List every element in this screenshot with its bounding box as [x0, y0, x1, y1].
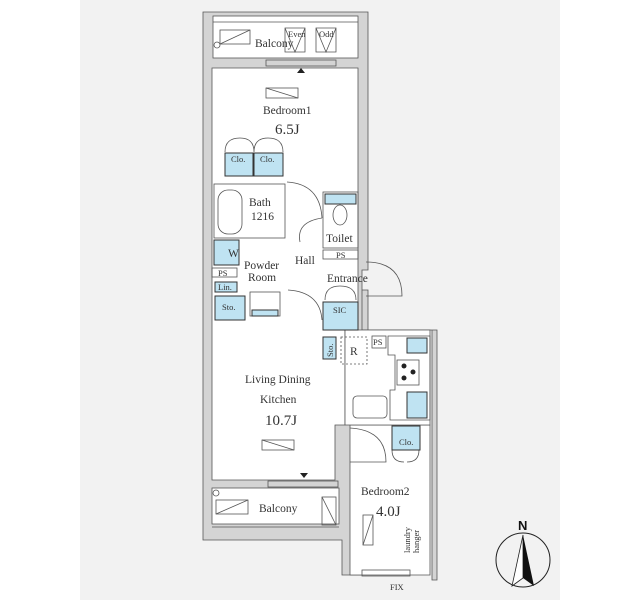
- powder-room-label-2: Room: [248, 272, 276, 284]
- bedroom1-label: Bedroom1: [263, 105, 312, 117]
- closet-bedroom2: [391, 425, 421, 451]
- window-fix: [361, 569, 411, 577]
- ldk-label-2: Kitchen: [260, 394, 297, 406]
- shoe-closet: [322, 301, 359, 331]
- stove-icon: [396, 359, 420, 386]
- balcony-top-area: [212, 15, 359, 59]
- hall-label: Hall: [295, 255, 315, 267]
- sic-label: SIC: [333, 305, 347, 315]
- ps-powder-label: PS: [218, 268, 228, 278]
- bedroom1-size: 6.5J: [275, 122, 300, 138]
- storage-ldk-label: Sto.: [325, 344, 335, 357]
- toilet-label: Toilet: [326, 233, 353, 245]
- powder-room-label-1: Powder: [244, 260, 279, 272]
- washer-label: W: [228, 248, 239, 260]
- bath-size: 1216: [251, 211, 274, 223]
- storage-powder-label: Sto.: [222, 302, 235, 312]
- bedroom2-size: 4.0J: [376, 504, 401, 520]
- closet-1-label: Clo.: [231, 154, 245, 164]
- north-label: N: [518, 518, 527, 533]
- kitchen-sink-icon: [352, 395, 388, 419]
- window-bottom: [267, 480, 339, 488]
- refrigerator-label: R: [350, 346, 358, 358]
- ldk-label-1: Living Dining: [245, 374, 311, 386]
- odd-label: Odd: [319, 29, 334, 39]
- bedroom2-label: Bedroom2: [361, 486, 410, 498]
- closet-2-label: Clo.: [260, 154, 274, 164]
- closet-2: [253, 152, 284, 177]
- washer: [213, 239, 240, 266]
- closet-bedroom2-label: Clo.: [399, 437, 413, 447]
- bath-label: Bath: [249, 197, 271, 209]
- balcony-bottom-label: Balcony: [259, 503, 298, 515]
- laundry-label-1: laundry: [402, 526, 412, 553]
- refrigerator: [340, 336, 368, 365]
- storage-powder: [214, 295, 246, 321]
- balcony-top-label: Balcony: [255, 38, 294, 50]
- linen-label: Lin.: [218, 282, 232, 292]
- entry-arrow-bottom-icon: [300, 473, 308, 478]
- even-label: Even: [288, 29, 306, 39]
- ps-kitchen-label: PS: [373, 337, 383, 347]
- fix-label: FIX: [390, 582, 404, 592]
- entry-arrow-icon: [297, 68, 305, 73]
- window-top: [265, 59, 337, 67]
- toilet-icon: [332, 204, 348, 226]
- balcony-bottom-area: [211, 487, 340, 525]
- ldk-size: 10.7J: [265, 413, 297, 429]
- storage-ldk: [322, 336, 337, 360]
- entrance-label: Entrance: [327, 273, 368, 285]
- ps-toilet-label: PS: [336, 250, 346, 260]
- closet-1: [224, 152, 254, 177]
- north-compass-icon: N: [495, 518, 551, 588]
- kitchen-counter: [387, 335, 431, 421]
- laundry-label-2: hanger: [411, 530, 421, 553]
- bathtub-icon: [217, 189, 243, 235]
- linen: [214, 281, 238, 293]
